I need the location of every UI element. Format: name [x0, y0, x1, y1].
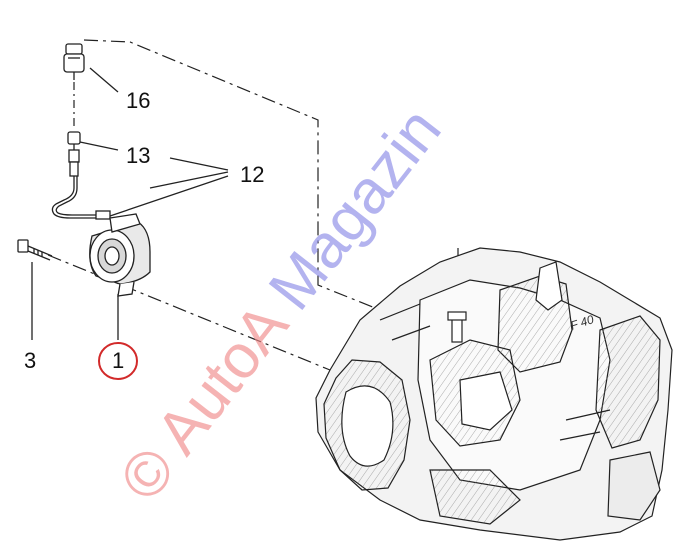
connector-part-16 [63, 43, 85, 80]
release-bearing-part-1 [89, 213, 151, 297]
callout-12: 12 [240, 162, 265, 187]
callout-leaders [31, 67, 229, 340]
hydraulic-pipe-part-12 [51, 149, 111, 220]
highlight-circle [98, 342, 138, 380]
gearbox-housing: F 40 [315, 247, 673, 541]
callout-16: 16 [126, 88, 151, 113]
callout-13: 13 [126, 143, 151, 168]
bolt-part-3 [17, 239, 53, 261]
callout-1: 1 [112, 348, 125, 373]
callout-3: 3 [24, 348, 37, 373]
fitting-part-13 [67, 131, 81, 150]
